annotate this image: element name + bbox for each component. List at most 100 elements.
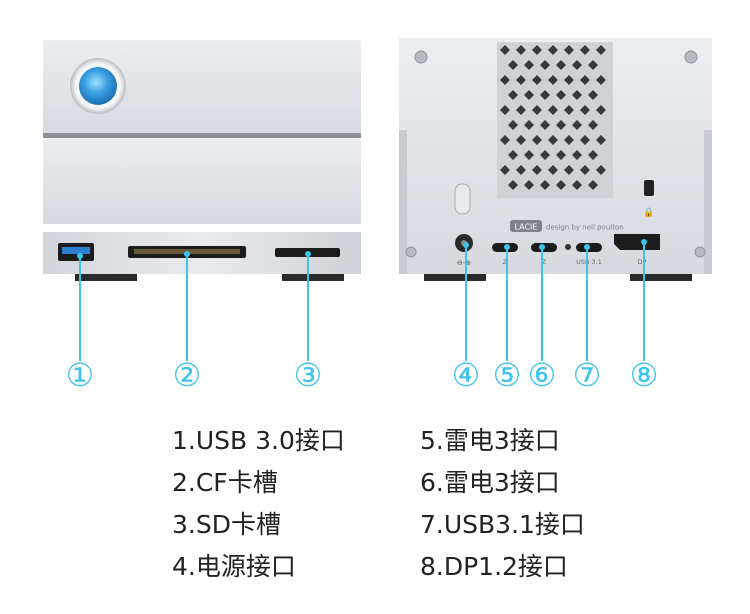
power-symbol-icon: ⊖-⊕ bbox=[457, 259, 471, 267]
grille-hole bbox=[524, 180, 534, 190]
grille-hole bbox=[532, 165, 542, 175]
grille-hole bbox=[540, 60, 550, 70]
grille-hole bbox=[524, 90, 534, 100]
legend-item-7: 7.USB3.1接口 bbox=[420, 510, 585, 539]
grille-hole bbox=[596, 75, 606, 85]
usb-3-0-port-callout-dot bbox=[77, 253, 83, 259]
power-port-callout-dot bbox=[463, 242, 469, 248]
grille-hole bbox=[556, 180, 566, 190]
usb-port-tongue bbox=[62, 247, 90, 254]
grille-hole bbox=[516, 165, 526, 175]
rear-side-left bbox=[399, 130, 407, 274]
thunderbolt-3-port-2-callout-number: ⑥ bbox=[528, 356, 557, 394]
rear-foot-left bbox=[424, 274, 486, 281]
legend-item-5: 5.雷电3接口 bbox=[420, 426, 560, 455]
legend-item-2: 2.CF卡槽 bbox=[172, 468, 278, 497]
grille-hole bbox=[500, 165, 510, 175]
kensington-lock-slot[interactable] bbox=[644, 180, 654, 196]
legend-right-column: 5.雷电3接口 6.雷电3接口 7.USB3.1接口 8.DP1.2接口 bbox=[420, 420, 585, 588]
grille-hole bbox=[596, 105, 606, 115]
usb-3-0-port[interactable] bbox=[58, 243, 94, 261]
displayport-1-2[interactable] bbox=[614, 234, 660, 250]
grille-hole bbox=[532, 105, 542, 115]
grille-hole bbox=[564, 75, 574, 85]
designer-text: design by neil poulton bbox=[546, 224, 624, 232]
grille-hole bbox=[556, 90, 566, 100]
power-port-callout-number: ④ bbox=[452, 356, 481, 394]
grille-hole bbox=[532, 45, 542, 55]
status-led bbox=[565, 244, 571, 250]
cable-guide[interactable] bbox=[454, 183, 471, 215]
legend-item-3: 3.SD卡槽 bbox=[172, 510, 281, 539]
thunderbolt-3-port-1-callout-number: ⑤ bbox=[493, 356, 522, 394]
grille-hole bbox=[572, 150, 582, 160]
power-button[interactable] bbox=[70, 58, 126, 114]
grille-hole bbox=[500, 105, 510, 115]
grille-hole bbox=[588, 150, 598, 160]
grille-hole bbox=[516, 105, 526, 115]
front-bottom-bay bbox=[43, 138, 361, 224]
grille-hole bbox=[580, 165, 590, 175]
lock-icon: 🔒 bbox=[643, 207, 654, 218]
grille-hole bbox=[588, 180, 598, 190]
product-diagram: LACIE design by neil poulton 🔒 ⊖-⊕ Z Z U… bbox=[43, 38, 712, 394]
screw-icon bbox=[414, 50, 428, 64]
grille-hole bbox=[564, 45, 574, 55]
legend-left-column: 1.USB 3.0接口 2.CF卡槽 3.SD卡槽 4.电源接口 bbox=[172, 420, 345, 588]
grille-hole bbox=[596, 135, 606, 145]
grille-hole bbox=[580, 105, 590, 115]
grille-hole bbox=[572, 90, 582, 100]
usb-3-1-port-callout-number: ⑦ bbox=[573, 356, 602, 394]
legend-item-1: 1.USB 3.0接口 bbox=[172, 426, 345, 455]
grille-hole bbox=[564, 135, 574, 145]
sd-card-slot-callout-dot bbox=[305, 251, 311, 257]
lacie-logo: LACIE bbox=[510, 220, 542, 232]
screw-icon bbox=[694, 246, 706, 258]
grille-hole bbox=[516, 75, 526, 85]
grille-hole bbox=[540, 180, 550, 190]
fan-grille-holes bbox=[500, 45, 606, 190]
front-foot-left bbox=[75, 274, 137, 281]
cf-card-slot-callout-number: ② bbox=[173, 356, 202, 394]
front-view bbox=[43, 40, 361, 281]
grille-hole bbox=[548, 105, 558, 115]
rear-foot-right bbox=[630, 274, 692, 281]
grille-hole bbox=[532, 75, 542, 85]
thunderbolt-3-port-1-callout-dot bbox=[504, 244, 510, 250]
port-label-tb1: Z bbox=[503, 258, 508, 266]
grille-hole bbox=[540, 90, 550, 100]
port-label-usb: USB 3.1 bbox=[576, 258, 602, 266]
grille-hole bbox=[524, 60, 534, 70]
grille-hole bbox=[508, 60, 518, 70]
usb-3-0-port-callout-number: ① bbox=[66, 356, 95, 394]
grille-hole bbox=[564, 105, 574, 115]
grille-hole bbox=[596, 45, 606, 55]
grille-hole bbox=[548, 45, 558, 55]
grille-hole bbox=[556, 60, 566, 70]
displayport-1-2-callout-number: ⑧ bbox=[630, 356, 659, 394]
grille-hole bbox=[572, 120, 582, 130]
grille-hole bbox=[588, 120, 598, 130]
grille-hole bbox=[556, 120, 566, 130]
thunderbolt-3-port-2-callout-dot bbox=[539, 244, 545, 250]
grille-hole bbox=[516, 135, 526, 145]
fan-grille bbox=[497, 42, 613, 198]
grille-hole bbox=[548, 135, 558, 145]
sd-card-slot-callout-number: ③ bbox=[294, 356, 323, 394]
legend-item-4: 4.电源接口 bbox=[172, 552, 296, 581]
grille-hole bbox=[524, 150, 534, 160]
grille-hole bbox=[500, 45, 510, 55]
grille-hole bbox=[572, 60, 582, 70]
grille-hole bbox=[508, 90, 518, 100]
front-foot-right bbox=[282, 274, 344, 281]
legend-item-8: 8.DP1.2接口 bbox=[420, 552, 568, 581]
grille-hole bbox=[524, 120, 534, 130]
displayport-1-2-callout-dot bbox=[641, 239, 647, 245]
grille-hole bbox=[540, 150, 550, 160]
lacie-logo-badge bbox=[510, 220, 542, 232]
grille-hole bbox=[540, 120, 550, 130]
grille-hole bbox=[548, 75, 558, 85]
grille-hole bbox=[596, 165, 606, 175]
grille-hole bbox=[564, 165, 574, 175]
